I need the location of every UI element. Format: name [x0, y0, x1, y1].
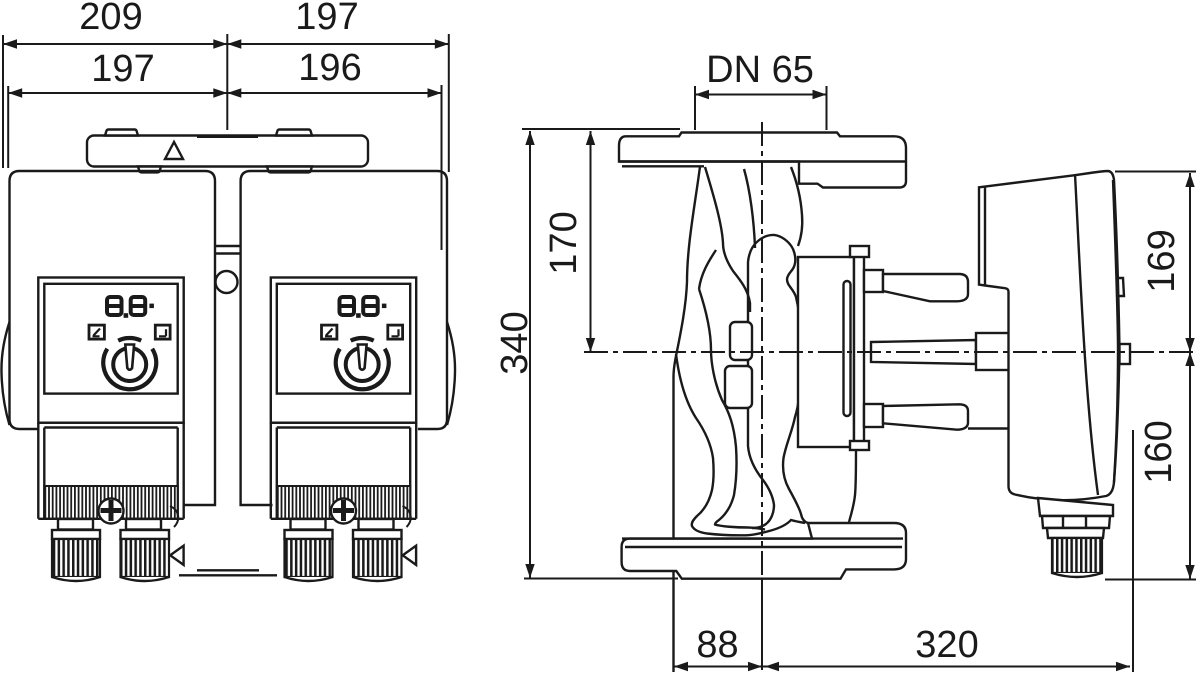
svg-text:DN 65: DN 65 — [706, 49, 814, 91]
svg-text:197: 197 — [295, 0, 358, 38]
svg-text:160: 160 — [1138, 420, 1180, 483]
svg-text:209: 209 — [79, 0, 142, 38]
svg-text:196: 196 — [298, 47, 361, 89]
svg-text:197: 197 — [91, 48, 154, 90]
svg-text:320: 320 — [915, 624, 978, 666]
svg-text:88: 88 — [696, 624, 738, 666]
svg-text:340: 340 — [494, 311, 536, 374]
svg-text:169: 169 — [1141, 229, 1183, 292]
svg-text:170: 170 — [543, 211, 585, 274]
